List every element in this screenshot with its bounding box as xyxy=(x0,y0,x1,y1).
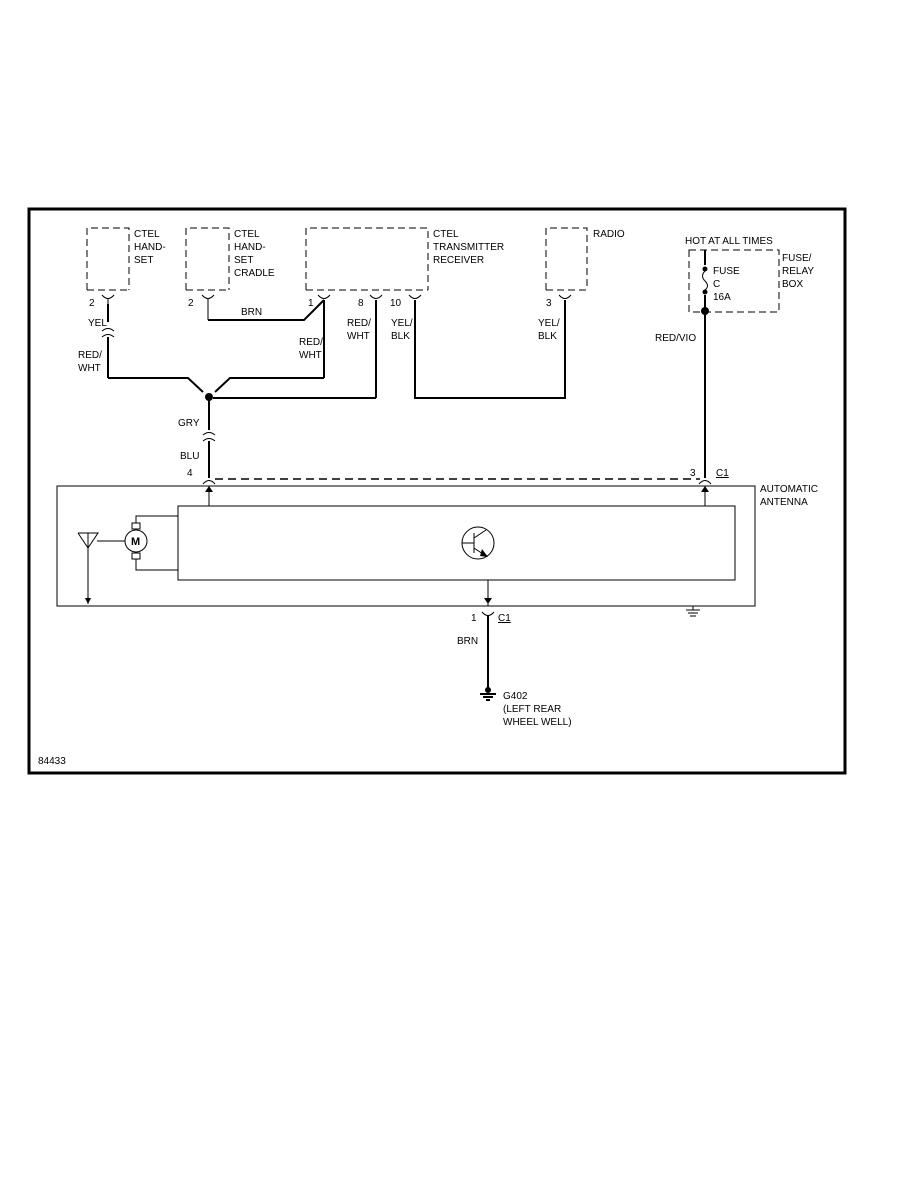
connector-c1-bottom: C1 xyxy=(498,613,511,624)
diagram-id: 84433 xyxy=(38,756,66,767)
wire-label-red-wht-8: RED/WHT xyxy=(347,318,371,342)
handset-box xyxy=(86,227,130,291)
pin-transmitter-10: 10 xyxy=(390,298,402,309)
wire-label-red-wht-mid: RED/WHT xyxy=(299,337,323,361)
connector-c1-top: C1 xyxy=(716,468,729,479)
cradle-box xyxy=(185,227,230,291)
pin-antenna-3: 3 xyxy=(690,468,696,479)
pin-transmitter-1: 1 xyxy=(308,298,314,309)
wire-label-gry: GRY xyxy=(178,418,200,429)
ground-icon xyxy=(480,687,496,701)
diagram-frame xyxy=(27,207,847,775)
pin-antenna-1: 1 xyxy=(471,613,477,624)
wire-label-red-wht-left: RED/WHT xyxy=(78,350,102,374)
pin-cradle: 2 xyxy=(188,298,194,309)
wire-label-blu: BLU xyxy=(180,451,199,462)
case-ground-icon xyxy=(686,606,700,617)
pin-connectors xyxy=(101,294,572,320)
fuse-box xyxy=(688,249,780,313)
wire-label-yel: YEL xyxy=(88,318,107,329)
pin-transmitter-8: 8 xyxy=(358,298,364,309)
wires xyxy=(101,250,709,480)
radio-box xyxy=(545,227,588,291)
wire-label-yel-blk-10: YEL/BLK xyxy=(391,318,413,342)
wire-label-red-vio: RED/VIO xyxy=(655,333,696,344)
wire-label-brn-bottom: BRN xyxy=(457,636,478,647)
motor-label: M xyxy=(131,536,140,548)
pin-antenna-4: 4 xyxy=(187,468,193,479)
wire-label-yel-blk-radio: YEL/BLK xyxy=(538,318,560,342)
pin-handset: 2 xyxy=(89,298,95,309)
wire-label-brn-top: BRN xyxy=(241,307,262,318)
pin-radio: 3 xyxy=(546,298,552,309)
hot-at-all-times-label: HOT AT ALL TIMES xyxy=(685,236,773,247)
antenna-module: M xyxy=(56,485,756,617)
transmitter-box xyxy=(305,227,429,291)
antenna-icon xyxy=(77,532,99,604)
radio-label: RADIO xyxy=(593,229,625,240)
